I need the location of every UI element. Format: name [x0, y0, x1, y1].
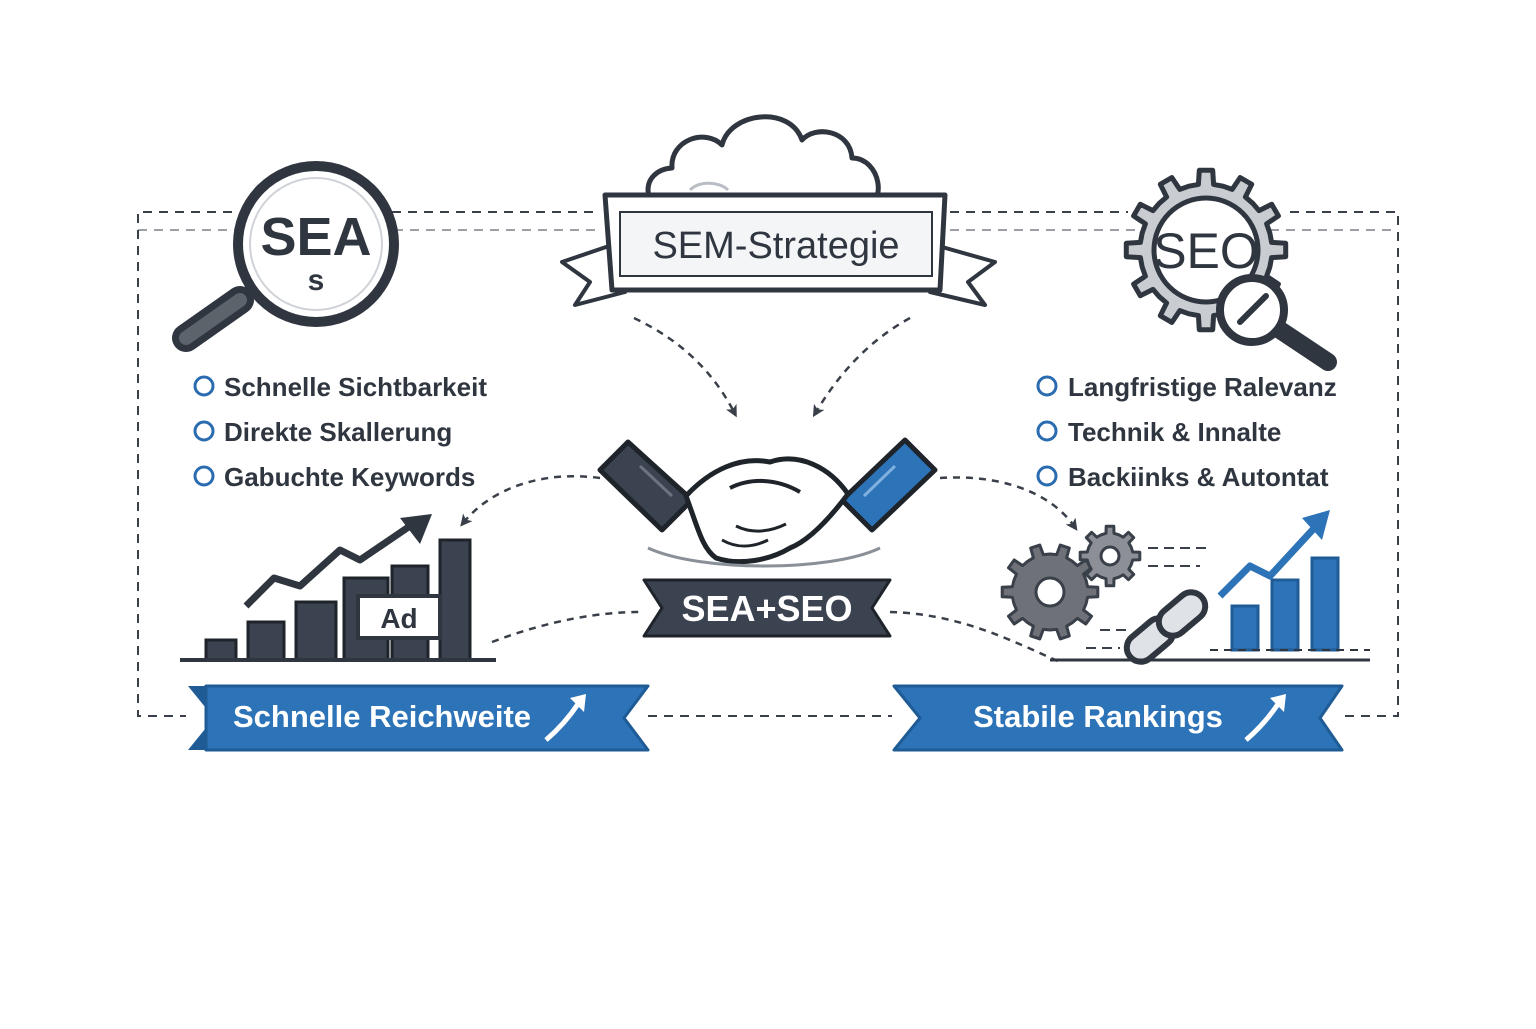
bar-icon: [1270, 578, 1300, 652]
sea-ribbon-label: Schnelle Reichweite: [233, 699, 531, 734]
seo-trend-arrowhead: [1302, 510, 1330, 540]
seo-ribbon-label: Stabile Rankings: [973, 699, 1223, 734]
flow-arrows: [460, 316, 1078, 664]
bullet-circle-icon: [193, 465, 215, 487]
sea-badge-text: SEA: [260, 207, 371, 267]
list-item: Backiinks & Autontat: [1036, 462, 1329, 492]
sea-bullet-list: Schnelle Sichtbarkeit Direkte Skallerung…: [193, 372, 487, 492]
header-ribbon: SEM-Strategie: [560, 192, 997, 307]
ad-tag-label: Ad: [380, 603, 417, 634]
bullet-circle-icon: [1036, 375, 1058, 397]
sea-growth-chart: Ad: [180, 514, 496, 662]
bar-icon: [1230, 604, 1260, 652]
arrow-to-sea-chart: [460, 474, 601, 527]
seo-trend-line: [1217, 521, 1321, 599]
seo-growth-chart: [1000, 510, 1370, 665]
gears-icon: [1000, 524, 1142, 641]
center-ribbon: SEA+SEO: [642, 578, 892, 638]
sea-bullet-label: Gabuchte Keywords: [224, 462, 475, 492]
sea-result-ribbon: Schnelle Reichweite: [188, 684, 650, 752]
bullet-circle-icon: [193, 420, 215, 442]
list-item: Langfristige Ralevanz: [1036, 372, 1337, 402]
list-item: Schnelle Sichtbarkeit: [193, 372, 487, 402]
ad-tag: [356, 594, 442, 640]
bar-icon: [1310, 556, 1340, 652]
arrow-up-right-icon: [544, 702, 581, 742]
bar-icon: [294, 600, 338, 662]
bullet-circle-icon: [193, 375, 215, 397]
sea-bullet-label: Schnelle Sichtbarkeit: [224, 372, 487, 402]
bullet-circle-icon: [1036, 465, 1058, 487]
connector-right: [889, 610, 1061, 664]
sea-trend-arrowhead: [400, 514, 432, 544]
list-item: Gabuchte Keywords: [193, 462, 475, 492]
gear-icon: SEO: [1123, 167, 1337, 371]
arrow-to-handshake-right: [812, 316, 911, 418]
sea-bullet-label: Direkte Skallerung: [224, 417, 452, 447]
list-item: Technik & Innalte: [1036, 417, 1281, 447]
arrow-up-right-icon: [1244, 702, 1281, 742]
bar-icon: [246, 620, 286, 662]
chain-link-icon: [1123, 589, 1209, 665]
bullet-circle-icon: [1036, 420, 1058, 442]
cloud-icon: [645, 114, 881, 213]
seo-result-ribbon: Stabile Rankings: [892, 684, 1344, 752]
handshake-icon: [597, 437, 938, 568]
seo-bullet-label: Langfristige Ralevanz: [1068, 372, 1337, 402]
seo-bullet-label: Technik & Innalte: [1068, 417, 1281, 447]
arrow-to-handshake-left: [633, 316, 737, 418]
bar-icon: [438, 538, 472, 662]
arrow-to-seo-chart: [939, 476, 1078, 531]
seo-badge-text: SEO: [1153, 223, 1259, 279]
sea-badge-subtext: s: [308, 264, 325, 297]
center-label: SEA+SEO: [681, 588, 852, 629]
seo-bullet-label: Backiinks & Autontat: [1068, 462, 1329, 492]
header-title: SEM-Strategie: [652, 225, 899, 267]
list-item: Direkte Skallerung: [193, 417, 452, 447]
seo-bullet-list: Langfristige Ralevanz Technik & Innalte …: [1036, 372, 1337, 492]
bar-icon: [204, 638, 238, 662]
sea-trend-line: [243, 523, 412, 609]
connector-left: [491, 610, 641, 644]
magnifier-icon: SEA s: [172, 161, 399, 352]
